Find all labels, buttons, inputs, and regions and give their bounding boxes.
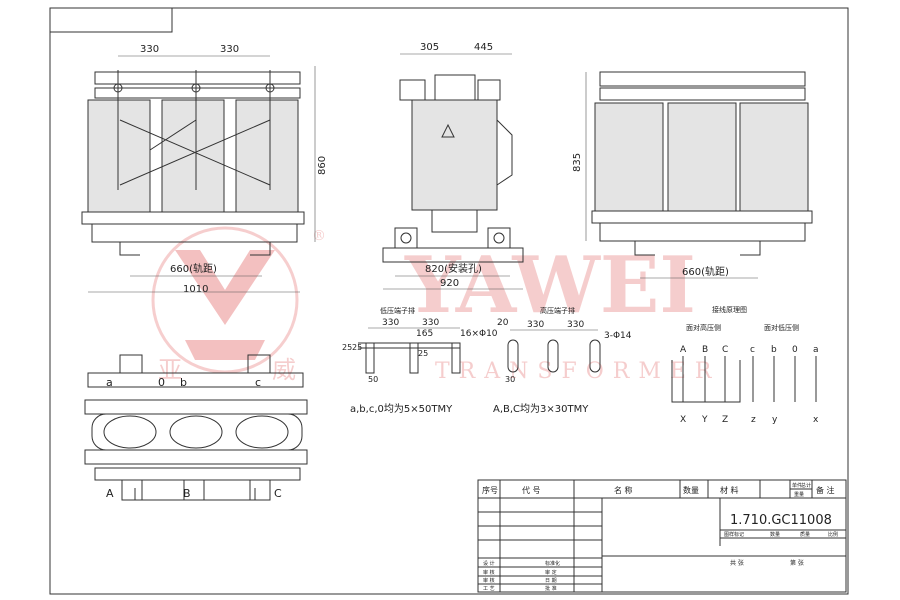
tb-mass2: 质量 [800, 531, 810, 538]
wiring-hv-bottom-x: X [680, 415, 686, 425]
side-view: 305 445 820(安装孔) 920 [382, 42, 524, 290]
front-dim-330b: 330 [220, 44, 239, 55]
tb-h-remark: 备 注 [816, 485, 835, 495]
wiring-lv-top-c: c [750, 345, 755, 355]
tb-drawing-no: 1.710.GC11008 [730, 513, 832, 528]
tb-h-material: 材 料 [720, 485, 739, 495]
front-dim-860: 860 [317, 156, 328, 175]
lv-dim-25c: 25 [418, 349, 428, 358]
tb-h-unit: 单件 [792, 482, 802, 489]
wiring-hv-bottom-y: Y [701, 415, 708, 425]
tb-h-weight: 重量 [794, 491, 804, 498]
plan-hv-c: C [274, 487, 282, 500]
tb-h-total: 总计 [801, 482, 811, 489]
watermark-sub: TRANSFORMER [435, 359, 720, 384]
wiring-lv-top-a: a [813, 345, 819, 355]
tb-role2-1: 标准化 [545, 560, 560, 567]
tb-role-4: 工 艺 [483, 586, 495, 592]
tb-role-1: 设 计 [483, 560, 495, 567]
wiring-hv-side: 面对高压侧 [686, 323, 721, 332]
tb-h-no: 序号 [482, 485, 498, 495]
front-dim-1010: 1010 [183, 284, 208, 295]
plan-lv-0: 0 [158, 376, 165, 389]
side-dim-820: 820(安装孔) [425, 262, 482, 275]
tb-scale: 比例 [828, 531, 838, 538]
lv-note: a,b,c,0均为5×50TMY [350, 403, 453, 415]
watermark: YAWEI TRANSFORMER 亚 威 ® [151, 226, 720, 384]
tb-role2-3: 日 期 [545, 578, 557, 584]
side-dim-445: 445 [474, 42, 493, 53]
side-body [411, 99, 498, 211]
hv-terminal: 高压端子排 20 330 330 3-Φ14 30 A,B,C均为3×30TMY [493, 306, 632, 415]
tb-role2-2: 审 定 [545, 569, 557, 576]
coil-r3 [739, 102, 809, 212]
plan-lv-a: a [106, 376, 113, 389]
wiring-lv-bottom-z: z [751, 415, 756, 425]
front-view: 330 330 860 660(轨距) 1010 [81, 44, 328, 295]
hv-dim-330b: 330 [567, 320, 584, 330]
coil-r2 [667, 102, 737, 212]
hv-dim-30: 30 [505, 375, 515, 384]
wiring-hv-top-a: A [680, 345, 687, 355]
hv-dim-20: 20 [497, 318, 509, 328]
side-dim-920: 920 [440, 278, 459, 289]
tb-sheet-total: 共 张 [730, 559, 744, 567]
plan-hv-a: A [106, 487, 114, 500]
right-dim-660: 660(轨距) [682, 265, 729, 278]
wiring-title: 接线原理图 [712, 305, 747, 314]
tb-h-qty: 数量 [683, 485, 699, 495]
right-dim-835: 835 [572, 153, 583, 172]
wiring-lv-top-0: 0 [792, 345, 798, 355]
drawing-frame [49, 7, 849, 595]
wiring-lv-top-b: b [771, 345, 777, 355]
tb-stage: 图样标记 [724, 531, 744, 538]
tb-role-3: 审 核 [483, 577, 495, 584]
tb-mass: 数量 [770, 531, 780, 538]
hv-dim-330a: 330 [527, 320, 544, 330]
wiring-lv-bottom-y: y [772, 415, 778, 425]
lv-hole: 16×Φ10 [460, 329, 498, 339]
wiring-diagram: 接线原理图 面对高压侧 面对低压侧 A B C c b 0 a X Y Z z … [671, 305, 819, 425]
tb-role-2: 审 核 [483, 569, 495, 576]
tb-sheet: 第 张 [790, 559, 804, 567]
coil-middle [161, 99, 225, 213]
lv-terminal: 低压端子排 330 330 165 16×Φ10 25 25 25 50 a,b… [342, 306, 498, 415]
plan-view: a 0 b c A B C [84, 354, 308, 501]
lv-dim-25b: 25 [352, 343, 362, 352]
lv-dim-25a: 25 [342, 343, 352, 352]
coil-right [235, 99, 299, 213]
watermark-cn1: 亚 [158, 356, 182, 384]
wiring-hv-top-b: B [702, 345, 708, 355]
tb-role2-4: 批 准 [545, 585, 557, 592]
lv-title: 低压端子排 [380, 306, 415, 315]
hv-note: A,B,C均为3×30TMY [493, 403, 589, 415]
lv-dim-50: 50 [368, 375, 378, 384]
coil-left [87, 99, 151, 213]
watermark-cn2: 威 [272, 356, 296, 384]
wiring-lv-side: 面对低压侧 [764, 323, 799, 332]
plan-lv-c: c [255, 376, 261, 389]
tb-h-code: 代 号 [522, 485, 541, 495]
lv-dim-330b: 330 [422, 318, 439, 328]
coil-r1 [594, 102, 664, 212]
wiring-hv-top-c: C [722, 345, 728, 355]
front-dim-660: 660(轨距) [170, 262, 217, 275]
hv-hole: 3-Φ14 [604, 331, 632, 341]
title-block: 序号 代 号 名 称 数量 材 料 单件 总计 重量 备 注 1.710.GC1… [477, 479, 847, 593]
plan-hv-b: B [183, 487, 191, 500]
lv-dim-330a: 330 [382, 318, 399, 328]
front-dim-330a: 330 [140, 44, 159, 55]
tb-h-name: 名 称 [614, 485, 633, 495]
corner-box [49, 7, 173, 33]
hv-title: 高压端子排 [540, 306, 575, 315]
side-dim-305: 305 [420, 42, 439, 53]
right-view: 835 660(轨距) [572, 71, 813, 279]
lv-dim-165: 165 [416, 329, 433, 339]
wiring-hv-bottom-z: Z [722, 415, 728, 425]
wiring-lv-bottom-x: x [813, 415, 819, 425]
watermark-reg: ® [312, 228, 326, 244]
plan-lv-b: b [180, 376, 187, 389]
